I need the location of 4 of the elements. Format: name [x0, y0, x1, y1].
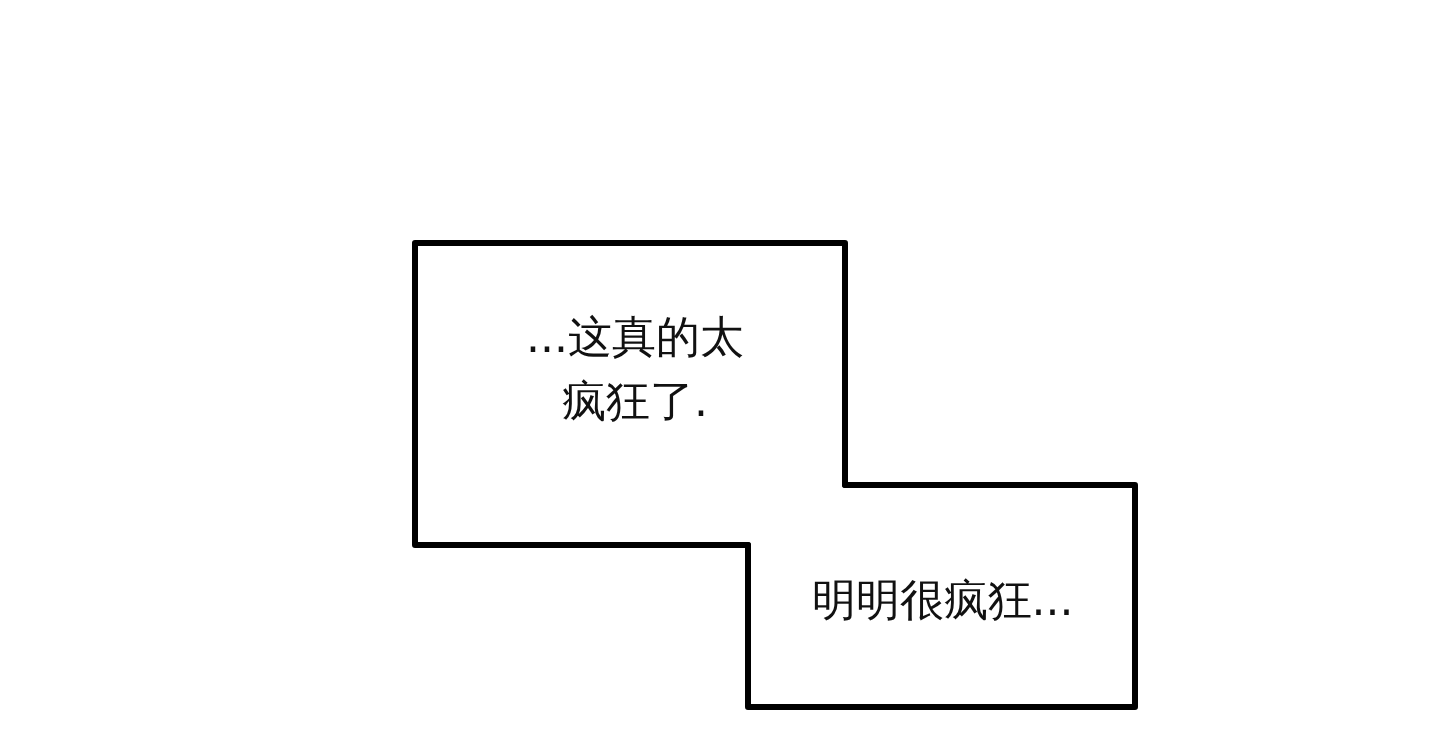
caption-text: ...这真的太疯狂了. [525, 310, 745, 428]
caption-box [745, 482, 1138, 710]
caption-text: 明明很疯狂... [810, 573, 1075, 627]
caption-box [412, 240, 848, 548]
